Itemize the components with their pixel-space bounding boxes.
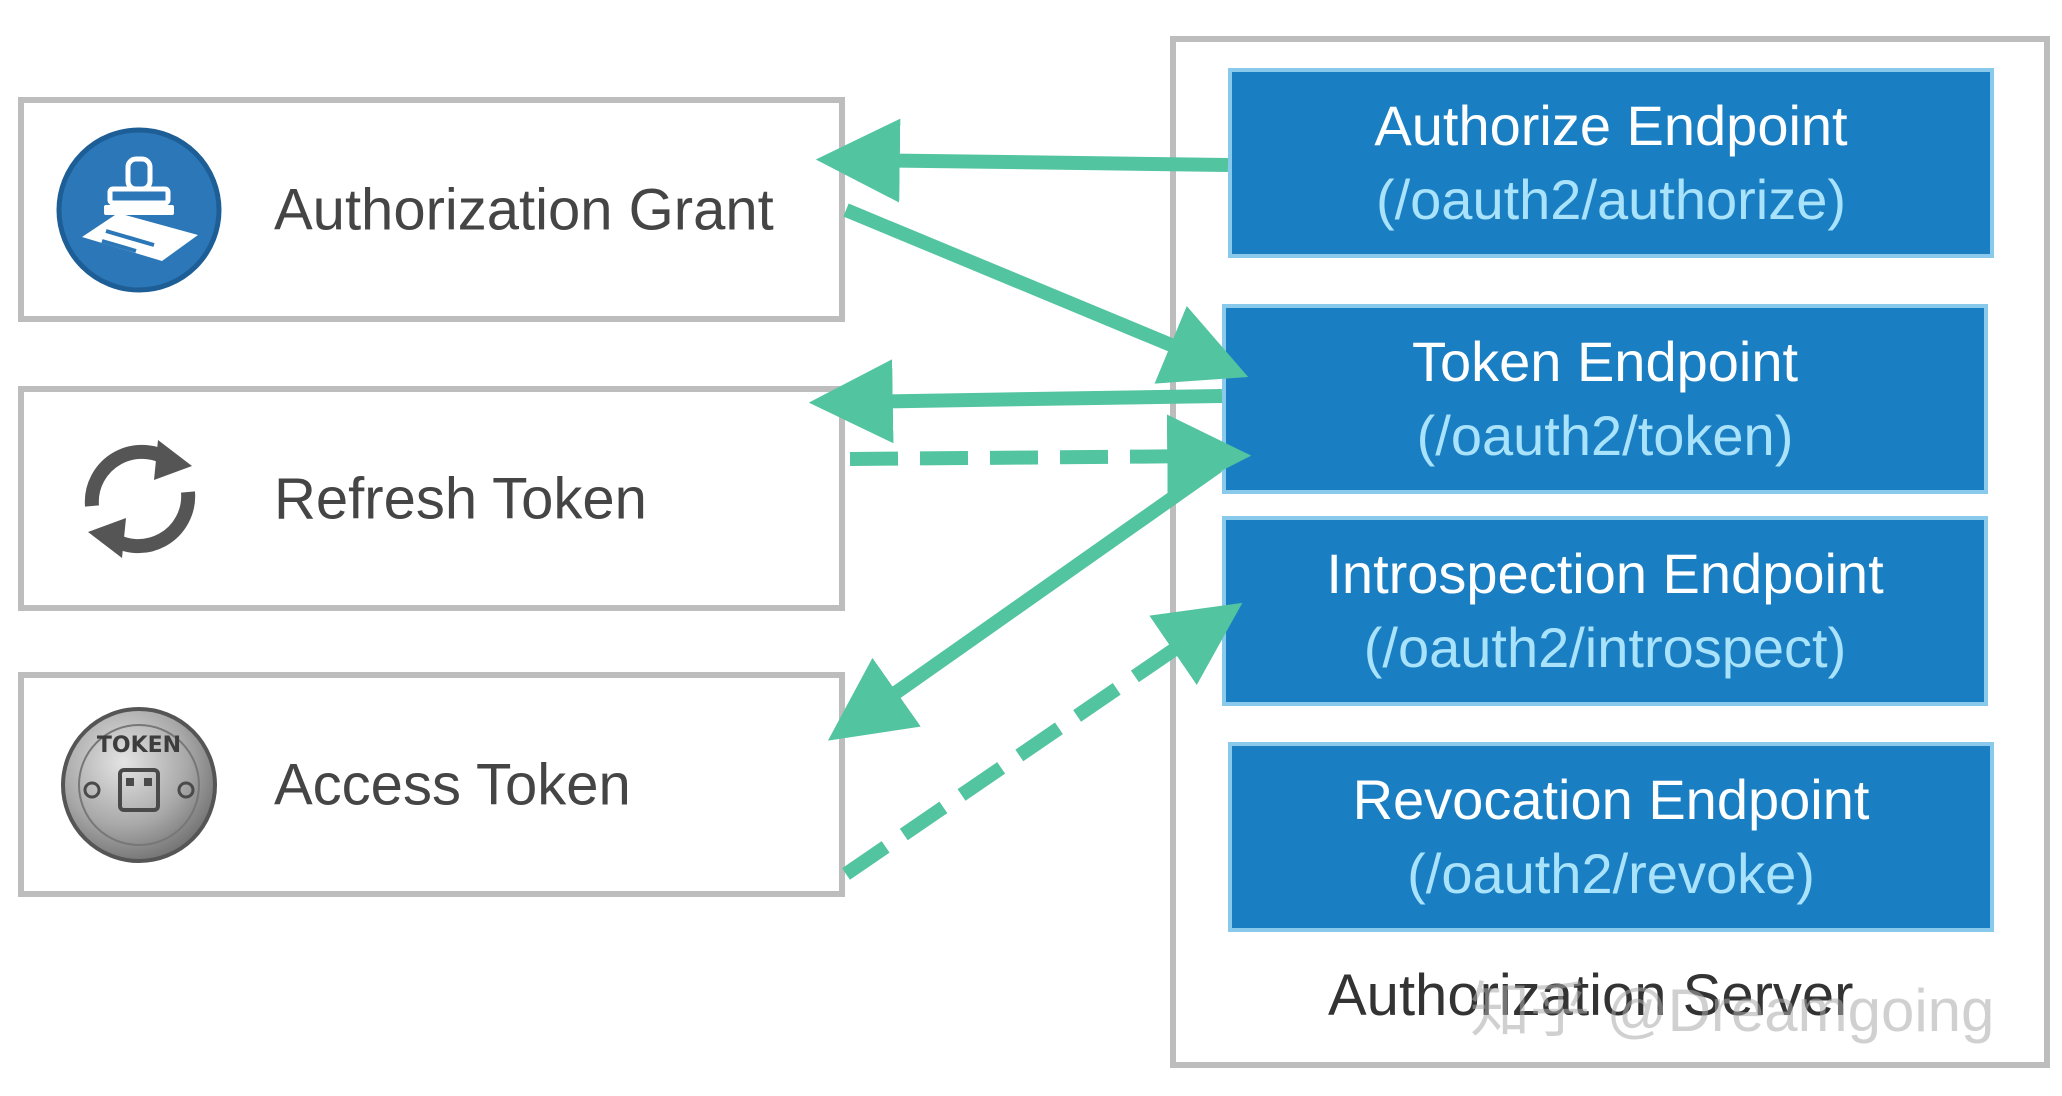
token-endpoint-path: (/oauth2/token) bbox=[1416, 404, 1794, 467]
authorize-endpoint-name: Authorize Endpoint bbox=[1374, 94, 1848, 157]
arrow-refresh-to-token-dashed bbox=[849, 414, 1252, 499]
authorize-endpoint-path: (/oauth2/authorize) bbox=[1375, 168, 1847, 231]
refresh-token-label: Refresh Token bbox=[274, 466, 647, 531]
token-endpoint-box: Token Endpoint (/oauth2/token) bbox=[1222, 304, 1988, 494]
introspection-endpoint-box: Introspection Endpoint (/oauth2/introspe… bbox=[1222, 516, 1988, 706]
refresh-icon bbox=[84, 440, 196, 558]
token-coin-icon: TOKEN bbox=[61, 707, 217, 863]
authorization-grant-box: Authorization Grant bbox=[18, 97, 845, 322]
revocation-endpoint-box: Revocation Endpoint (/oauth2/revoke) bbox=[1228, 742, 1994, 932]
arrow-token-to-refresh bbox=[808, 359, 1223, 444]
refresh-token-box: Refresh Token bbox=[18, 386, 845, 611]
arrow-grant-to-token bbox=[843, 203, 1249, 384]
revocation-endpoint-path: (/oauth2/revoke) bbox=[1407, 842, 1815, 905]
authorize-endpoint-box: Authorize Endpoint (/oauth2/authorize) bbox=[1228, 68, 1994, 258]
token-endpoint-name: Token Endpoint bbox=[1411, 330, 1799, 393]
introspection-endpoint-path: (/oauth2/introspect) bbox=[1363, 616, 1847, 679]
arrow-access-to-introspection-dashed bbox=[842, 602, 1243, 880]
watermark-text: 知乎 @Dreamgoing bbox=[1470, 977, 1995, 1044]
revocation-endpoint-name: Revocation Endpoint bbox=[1352, 768, 1870, 831]
stamp-icon bbox=[56, 127, 222, 293]
arrow-token-to-access bbox=[827, 460, 1223, 741]
authorization-grant-label: Authorization Grant bbox=[274, 177, 774, 242]
introspection-endpoint-name: Introspection Endpoint bbox=[1326, 542, 1884, 605]
authorization-server-label: Authorization Server bbox=[1328, 963, 1854, 1028]
token-coin-text: TOKEN bbox=[97, 733, 181, 758]
access-token-box: TOKEN Access Token bbox=[18, 672, 845, 897]
access-token-label: Access Token bbox=[274, 752, 631, 817]
